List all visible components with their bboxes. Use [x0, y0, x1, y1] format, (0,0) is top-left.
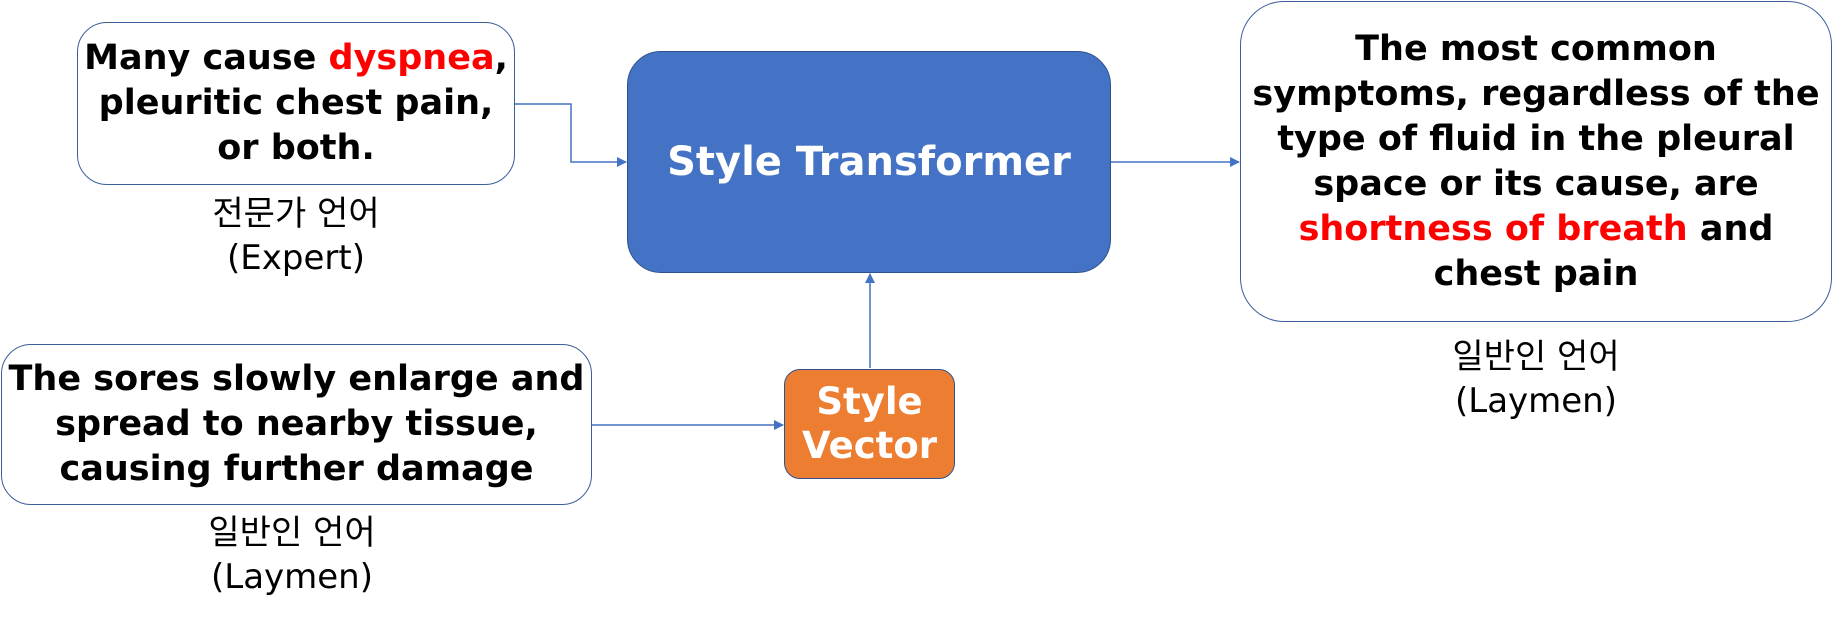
expert-text-line-2: pleuritic chest pain, — [98, 83, 494, 123]
output-text-box: The most common symptoms, regardless of … — [1240, 1, 1832, 322]
output-line-5: shortness of breath and — [1298, 208, 1774, 249]
laymen-input-caption-korean: 일반인 언어 — [208, 513, 376, 553]
output-line-4: space or its cause, are — [1313, 163, 1759, 204]
style-transformer-label: Style Transformer — [667, 139, 1071, 185]
laymen-input-line-3: causing further damage — [59, 449, 534, 489]
output-line-6: chest pain — [1433, 253, 1639, 294]
output-line-1: The most common — [1355, 28, 1717, 69]
laymen-input-line-1: The sores slowly enlarge and — [8, 359, 585, 399]
style-vector-line-1: Style — [816, 380, 923, 423]
style-transformer-block: Style Transformer — [627, 51, 1111, 273]
style-vector-block: Style Vector — [784, 369, 955, 479]
arrow-expert-to-transformer — [515, 103, 627, 167]
expert-text-line-1: Many cause dyspnea, — [84, 38, 508, 78]
expert-text-line-3: or both. — [217, 128, 375, 168]
laymen-input-caption: 일반인 언어 (Laymen) — [142, 511, 442, 599]
expert-caption-english: (Expert) — [227, 238, 365, 278]
output-line-2: symptoms, regardless of the — [1252, 73, 1820, 114]
output-caption-english: (Laymen) — [1454, 381, 1617, 421]
expert-caption: 전문가 언어 (Expert) — [146, 192, 446, 280]
expert-text-box: Many cause dyspnea, pleuritic chest pain… — [77, 22, 515, 185]
laymen-input-caption-english: (Laymen) — [210, 557, 373, 597]
laymen-input-line-2: spread to nearby tissue, — [55, 404, 538, 444]
style-vector-line-2: Vector — [802, 424, 937, 467]
expert-caption-korean: 전문가 언어 — [212, 194, 380, 234]
output-highlight-term: shortness of breath — [1298, 208, 1688, 249]
output-line-3: type of fluid in the pleural — [1277, 118, 1795, 159]
output-caption-korean: 일반인 언어 — [1452, 337, 1620, 377]
expert-highlight-term: dyspnea — [328, 38, 495, 78]
laymen-input-text-box: The sores slowly enlarge and spread to n… — [1, 344, 592, 505]
output-caption: 일반인 언어 (Laymen) — [1386, 335, 1686, 423]
